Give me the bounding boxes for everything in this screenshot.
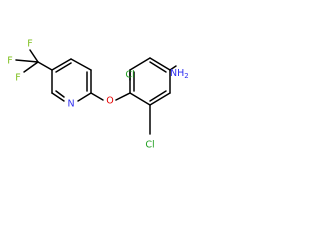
atom-f-top: F (27, 39, 32, 50)
bond-pyr-1-inner (55, 62, 72, 73)
atom-nh2-main: NH (170, 68, 184, 79)
bond-pyr-5 (51, 92, 65, 102)
bond-pyr-1 (51, 58, 72, 71)
atom-nh2: NH2 (170, 68, 189, 81)
bond-o-benzene (115, 92, 131, 101)
atom-f-left: F (7, 56, 12, 67)
bond-benz-3-inner (149, 61, 167, 73)
bond-benz-5 (149, 92, 171, 106)
atom-n-pyridine: N (67, 99, 74, 110)
atom-nh2-subscript: 2 (184, 72, 188, 80)
bond-benz-3 (149, 57, 171, 71)
bond-pyr-5-inner (55, 90, 65, 98)
bond-c-f-bottom (23, 61, 39, 73)
atom-f-bottom: F (15, 73, 20, 84)
atom-cl-top: Cl (125, 70, 134, 81)
bond-c-nh2 (169, 65, 177, 71)
bond-pyr-o (90, 92, 104, 101)
molecule-structure: F F F N O Cl Cl NH2 (7, 39, 188, 151)
bond-pyr-2 (70, 58, 92, 71)
bond-c-f-left (15, 59, 39, 63)
bond-cf3-to-ring (37, 61, 53, 71)
bond-pyr-4 (77, 92, 92, 102)
bond-benz-6 (129, 92, 151, 106)
bond-benz-5-inner (149, 90, 167, 102)
bond-benz-2 (129, 57, 151, 71)
atom-cl-bottom: Cl (145, 140, 154, 151)
molecule-canvas: F F F N O Cl Cl NH2 (7, 39, 188, 151)
atom-o-ether: O (106, 96, 113, 107)
atom-labels: F F F N O Cl Cl NH2 (7, 39, 188, 151)
bond-c-f-top (29, 49, 39, 63)
bonds (15, 49, 177, 135)
